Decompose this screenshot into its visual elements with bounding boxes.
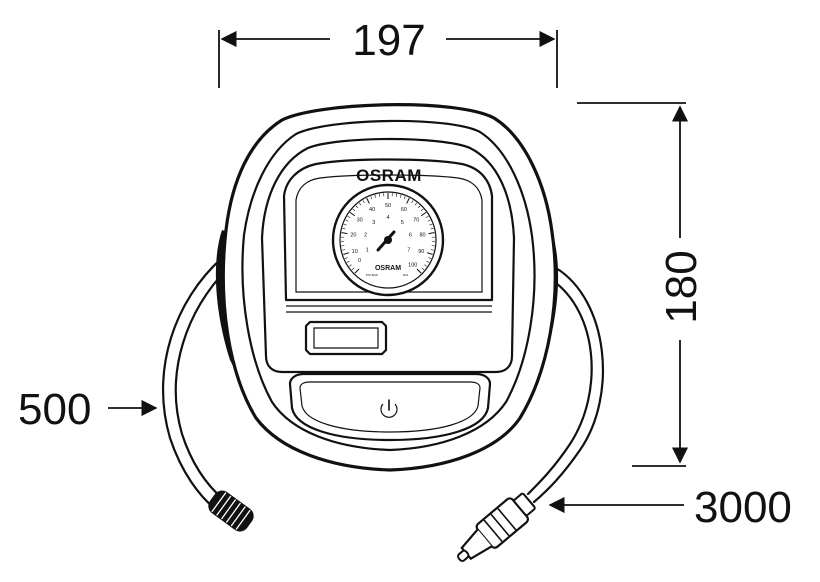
cable-outer: [532, 266, 605, 504]
gauge-tick: [420, 211, 427, 217]
gauge-tick: [406, 197, 410, 204]
gauge-tick: [399, 194, 402, 198]
gauge-outer-label: 20: [350, 233, 356, 239]
gauge-tick: [355, 205, 359, 209]
height-label: 180: [657, 250, 706, 323]
gauge-inner-label: 3: [372, 220, 375, 226]
gauge-tick: [428, 257, 432, 259]
pressure-gauge: 10 20 30 40 50 60 70 80 90 100 1 2 3 4 5 6 7 0 OSRAM PS…: [331, 183, 445, 297]
gauge-brand: OSRAM: [375, 265, 401, 272]
gauge-tick: [343, 252, 350, 255]
brand-logo: OSRAM: [356, 166, 422, 185]
gauge-tick: [421, 267, 425, 271]
cable-label: 3000: [694, 483, 792, 532]
button-panel-inner: [299, 381, 481, 433]
button-panel: [288, 372, 492, 442]
cable-dimension: 3000: [548, 483, 792, 532]
gauge-tick: [420, 208, 424, 212]
gauge-inner-label: 6: [409, 233, 412, 239]
gauge-tick: [362, 200, 365, 204]
gauge-outer-label: 90: [418, 249, 424, 255]
gauge-tick: [351, 267, 355, 271]
gauge-tick: [424, 264, 428, 267]
gauge-tick: [430, 249, 434, 251]
gauge-tick: [370, 196, 373, 200]
gauge-tick: [414, 202, 418, 206]
gauge-tick: [341, 232, 348, 235]
power-icon: [380, 399, 398, 418]
gauge-tick: [345, 219, 349, 222]
gauge-outer-label: 50: [385, 203, 391, 209]
height-dimension: 180: [577, 102, 706, 467]
gauge-outer-label: 40: [369, 207, 375, 213]
gauge-unit-right: kPa: [403, 273, 409, 277]
power-button[interactable]: [377, 398, 401, 422]
hose-inner: [174, 266, 230, 502]
width-dimension: 197: [218, 16, 558, 88]
gauge-outer-label: 70: [413, 217, 419, 223]
hose-valve-connector: [208, 490, 254, 532]
gauge-tick: [342, 249, 346, 251]
gauge-tick: [378, 193, 381, 197]
gauge-tick: [429, 223, 433, 226]
hose-dimension: 500: [18, 385, 158, 434]
air-hose: [162, 256, 254, 532]
gauge-tick: [426, 252, 433, 255]
gauge-needle: [376, 230, 396, 252]
cable-inner: [526, 278, 593, 496]
gauge-outer-label: 60: [401, 207, 407, 213]
digital-display: [304, 320, 388, 356]
gauge-tick: [346, 260, 350, 263]
gauge-tick: [395, 193, 398, 197]
gauge-ticks: [341, 193, 435, 274]
cigarette-plug: [457, 492, 536, 562]
gauge-inner-scale: 1 2 3 4 5 6 7: [364, 215, 412, 254]
gauge-tick: [416, 268, 422, 274]
gauge-window-inner: [295, 174, 483, 293]
gauge-inner-label: 4: [386, 215, 389, 221]
gauge-tick: [426, 260, 430, 263]
width-label: 197: [352, 16, 425, 65]
gauge-tick: [349, 211, 356, 217]
gauge-outer-label: 30: [357, 217, 363, 223]
gauge-tick: [411, 200, 414, 204]
gauge-tick: [425, 215, 429, 218]
gauge-tick: [354, 268, 360, 274]
gauge-tick: [428, 232, 435, 235]
gauge-inner-label: 2: [364, 233, 367, 239]
gauge-tick: [430, 228, 434, 230]
hose-outer: [162, 256, 224, 510]
gauge-inner-label: 1: [366, 248, 369, 254]
gauge-tick: [417, 205, 421, 209]
power-cable: [457, 266, 605, 562]
gauge-inner-label: 5: [401, 220, 404, 226]
gauge-zero-label: 0: [358, 258, 361, 264]
gauge-outer-label: 80: [420, 233, 426, 239]
hose-label: 500: [18, 385, 91, 434]
gauge-tick: [427, 219, 431, 222]
gauge-tick: [403, 196, 406, 200]
gauge-tick: [342, 228, 346, 230]
gauge-face: [339, 191, 437, 289]
gauge-tick: [358, 202, 362, 206]
gauge-inner-label: 7: [407, 248, 410, 254]
inner-shell: [241, 119, 536, 452]
gauge-outer-label: 100: [408, 263, 417, 269]
gauge-tick: [348, 264, 352, 267]
gauge-tick: [352, 208, 356, 212]
gauge-tick: [344, 257, 348, 259]
gauge-outer-label: 10: [352, 249, 358, 255]
front-panel: [260, 137, 516, 374]
gauge-tick: [347, 215, 351, 218]
gauge-window: [282, 158, 494, 302]
gauge-tick: [343, 223, 347, 226]
gauge-unit-left: PSI BAR: [366, 273, 379, 277]
gauge-tick: [366, 197, 370, 204]
gauge-tick: [374, 194, 377, 198]
